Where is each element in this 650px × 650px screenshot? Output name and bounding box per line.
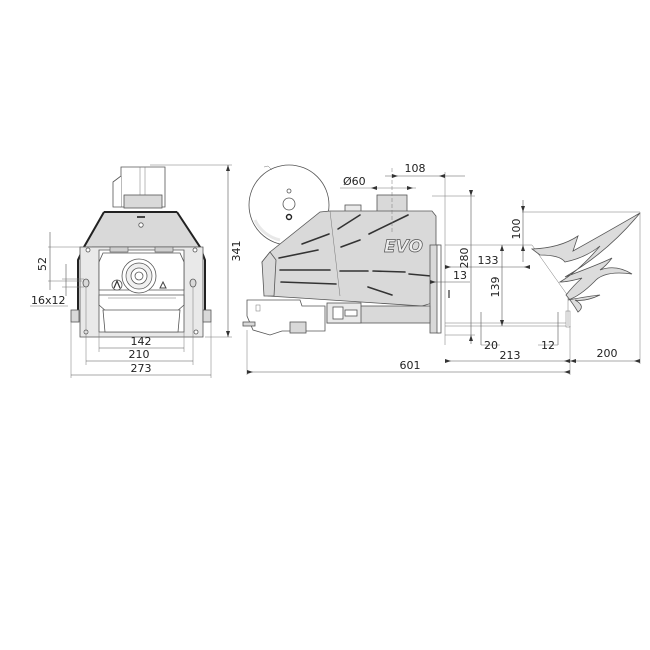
dim-bolt-spacing: 210 — [129, 348, 150, 361]
flame-icon — [530, 212, 641, 313]
tube-dimensions: 100 133 139 20 12 213 200 — [445, 200, 641, 375]
dim-flange-height: 280 — [458, 248, 471, 269]
dim-total-width: 273 — [131, 362, 152, 375]
brand-logo: EVO — [384, 237, 423, 257]
side-dimensions: Ø60 108 280 13 601 — [246, 162, 570, 375]
dim-flange-offset: 52 — [36, 257, 49, 271]
dim-flame-height: 100 — [510, 219, 523, 240]
dim-tube-bottom-offset: 20 — [484, 339, 498, 352]
dim-fuel-inlet-diameter: Ø60 — [343, 175, 366, 188]
warning-triangle-icon — [159, 280, 167, 289]
dim-tube-height: 139 — [489, 277, 502, 298]
front-dimensions: 341 52 16x12 142 210 273 — [30, 164, 243, 378]
fan-wheel-icon — [121, 258, 157, 294]
dim-inlet-to-flange: 108 — [405, 162, 426, 175]
dim-inner-width: 142 — [131, 335, 152, 348]
side-view: EVO — [242, 164, 442, 336]
fan-symbol-icon — [111, 279, 123, 291]
dim-flange-thickness: 13 — [453, 269, 467, 282]
front-view — [70, 166, 212, 338]
dim-overall-length: 601 — [400, 359, 421, 372]
dim-tube-end-step: 12 — [541, 339, 555, 352]
dim-tube-length: 213 — [500, 349, 521, 362]
combustion-tube — [445, 212, 641, 328]
dim-total-height: 341 — [230, 241, 243, 262]
dim-tube-opening: 133 — [478, 254, 499, 267]
dim-flame-length: 200 — [597, 347, 618, 360]
dim-mounting-slot: 16x12 — [31, 294, 66, 307]
